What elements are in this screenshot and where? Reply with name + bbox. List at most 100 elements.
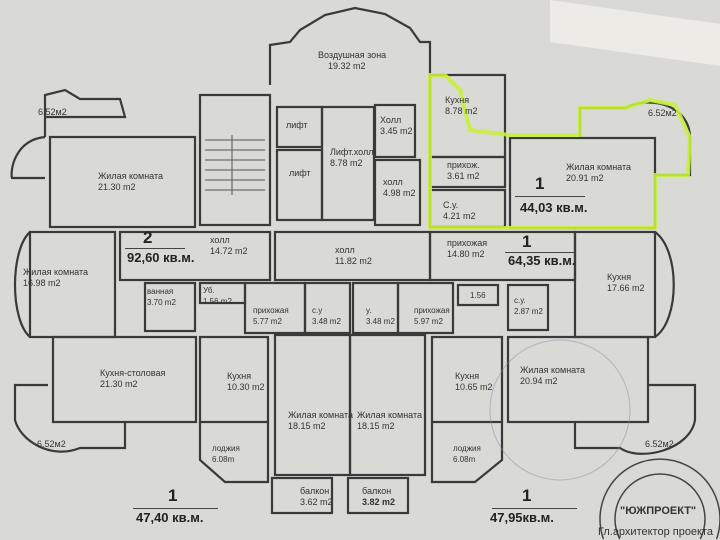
divider (133, 508, 218, 509)
room-area: 14.72 m2 (210, 246, 248, 256)
divider (125, 248, 185, 249)
stamp-inner-ring (614, 473, 706, 540)
room-wc-156a: Уб.1.56 m2 (203, 285, 232, 307)
stairs-wall (198, 93, 272, 227)
room-area: 5.97 m2 (414, 317, 443, 326)
room-wc-156b: 1.56 (470, 291, 486, 300)
room-area: 16.98 m2 (23, 278, 61, 288)
room-name: Уб. (203, 286, 215, 295)
divider (492, 508, 577, 509)
hall-345-wall (373, 103, 417, 159)
room-area: 6.08m (212, 455, 235, 464)
room-area: 17.66 m2 (607, 283, 645, 293)
divider (515, 196, 585, 197)
room-wc-348b: у. 3.48 m2 (366, 305, 395, 327)
room-name: Кухня (455, 371, 480, 381)
room-lift-1: лифт (286, 120, 308, 130)
room-name: Жилая комната (566, 162, 632, 172)
living-1815a-wall (273, 333, 352, 477)
room-name: ванная (147, 287, 174, 296)
apartment-rooms: 1 (535, 174, 545, 193)
room-area: 3.70 m2 (147, 298, 176, 307)
highlighted-apartment-outline (428, 73, 692, 230)
room-area: 3.48 m2 (312, 317, 341, 326)
room-name: холл (210, 235, 230, 245)
balcony-br-outline (573, 383, 697, 455)
room-area: 10.65 m2 (455, 382, 493, 392)
room-hallway-577: прихожая 5.77 m2 (253, 305, 289, 327)
room-area: 5.77 m2 (253, 317, 282, 326)
room-name: С.у. (443, 200, 459, 210)
room-name: прихож. (447, 160, 480, 170)
room-bath-370: ванная 3.70 m2 (147, 286, 176, 308)
loggia-r-outline (430, 422, 504, 484)
room-name: холл (383, 177, 403, 187)
room-balcony-bl: 6.52м2 (37, 439, 66, 449)
hall-498-wall (373, 158, 422, 227)
apartment-area: 92,60 кв.м. (127, 250, 195, 265)
room-area: 20.94 m2 (520, 376, 558, 386)
wc-156b-wall (456, 283, 500, 307)
room-area: 21.30 m2 (100, 379, 138, 389)
room-area: 19.32 m2 (328, 61, 366, 71)
room-name: Воздушная зона (318, 50, 387, 60)
balcony-tl-outline (43, 88, 127, 137)
room-area: 18.15 m2 (288, 421, 326, 431)
room-balcony-tr: 6.52м2 (648, 108, 677, 118)
apartment-area: 64,35 кв.м. (508, 253, 576, 268)
room-area: 3.82 m2 (362, 497, 396, 507)
room-name: Жилая комната (23, 267, 89, 277)
living-tl-wall (48, 135, 197, 229)
room-area: 8.78 m2 (445, 106, 478, 116)
room-name: с.у. (514, 296, 526, 305)
stamp-outer-ring (599, 458, 720, 540)
room-name: прихожая (414, 306, 450, 315)
left-bay (13, 231, 31, 338)
room-area: 14.80 m2 (447, 249, 485, 259)
room-name: Кухня (607, 272, 632, 282)
room-name: балкон (362, 486, 392, 496)
room-name: Жилая комната (288, 410, 354, 420)
room-name: прихожая (253, 306, 289, 315)
room-name: Кухня-столовая (100, 368, 166, 378)
room-area: 21.30 m2 (98, 182, 136, 192)
right-bay (654, 231, 675, 338)
room-area: 3.48 m2 (366, 317, 395, 326)
room-name: балкон (300, 486, 330, 496)
room-hallway-597: прихожая 5.97 m2 (414, 305, 450, 327)
room-area: 3.45 m2 (380, 126, 413, 136)
kitchen-1030-wall (198, 335, 270, 424)
room-name: у. (366, 306, 372, 315)
room-name: Кухня (227, 371, 252, 381)
balcony-tl-curve (10, 135, 46, 180)
kitchen-1065-wall (430, 335, 504, 424)
room-wc-287: с.у. 2.87 m2 (514, 295, 543, 317)
wc-348a-wall (303, 281, 352, 335)
apartment-rooms: 1 (168, 486, 178, 505)
room-name: Кухня (445, 95, 470, 105)
apartment-rooms: 1 (522, 232, 532, 251)
room-name: Холл (380, 115, 402, 125)
balcony-382-wall (346, 476, 410, 515)
room-area: 18.15 m2 (357, 421, 395, 431)
living-1815b-wall (348, 333, 427, 477)
room-name: Жилая комната (520, 365, 586, 375)
hallway-597-wall (396, 281, 455, 335)
footer-chief-architect: Гл.архитектор проекта (598, 526, 714, 538)
room-area: 2.87 m2 (514, 307, 543, 316)
room-balcony-br: 6.52м2 (645, 439, 674, 449)
